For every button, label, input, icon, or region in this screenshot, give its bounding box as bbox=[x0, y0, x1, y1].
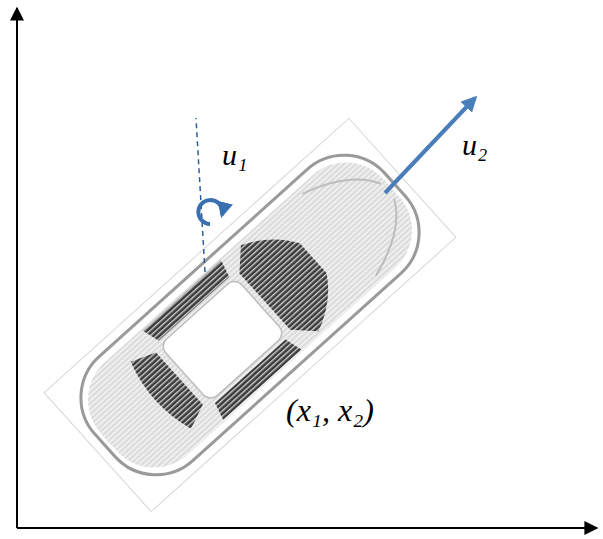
control-label: u₂ bbox=[462, 128, 487, 163]
rotation-arrow bbox=[198, 200, 222, 224]
car bbox=[44, 118, 456, 511]
x-axis bbox=[17, 527, 597, 529]
y-axis bbox=[16, 8, 18, 528]
position-label: (x₁, x₂) bbox=[286, 392, 374, 429]
car-shading bbox=[67, 142, 432, 488]
velocity-arrow bbox=[385, 98, 475, 193]
roof bbox=[159, 277, 286, 402]
car-frame bbox=[44, 118, 456, 511]
car-body bbox=[58, 132, 442, 497]
reference-line bbox=[196, 118, 205, 272]
control-label: u₁ bbox=[222, 138, 247, 173]
